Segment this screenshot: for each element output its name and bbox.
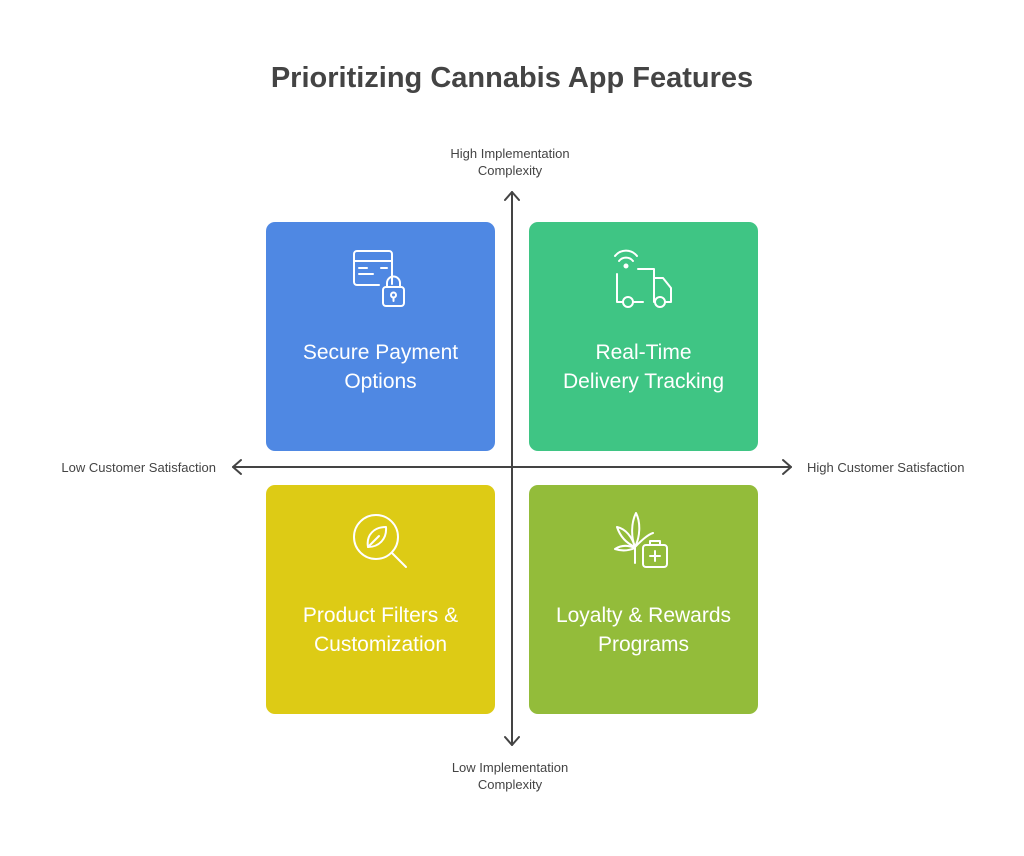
arrow-right-icon (782, 459, 792, 475)
quadrant-product-filters: Product Filters & Customization (266, 485, 495, 714)
delivery-truck-wifi-icon (613, 249, 672, 308)
arrow-left-icon (232, 459, 242, 475)
quadrant-label: Loyalty & Rewards Programs (555, 604, 732, 656)
quadrant-label: Secure Payment Options (302, 341, 459, 393)
quadrant-loyalty-rewards: Loyalty & Rewards Programs (529, 485, 758, 714)
quadrant-secure-payment: Secure Payment Options (266, 222, 495, 451)
quadrant-delivery-tracking: Real-Time Delivery Tracking (529, 222, 758, 451)
quadrant-label: Real-Time Delivery Tracking (562, 341, 725, 393)
quadrant-label: Product Filters & Customization (302, 604, 459, 656)
leaf-search-icon (352, 514, 407, 568)
cannabis-medkit-icon (613, 512, 668, 568)
diagram-title: Prioritizing Cannabis App Features (270, 62, 754, 94)
arrow-up-icon (504, 191, 520, 201)
y-axis-top-label: High Implementation Complexity (450, 146, 570, 178)
credit-card-lock-icon (352, 250, 405, 307)
x-axis-left-label: Low Customer Satisfaction (61, 460, 216, 475)
x-axis-right-label: High Customer Satisfaction (807, 460, 965, 475)
y-axis-bottom-label: Low Implementation Complexity (451, 760, 569, 792)
arrow-down-icon (504, 736, 520, 746)
